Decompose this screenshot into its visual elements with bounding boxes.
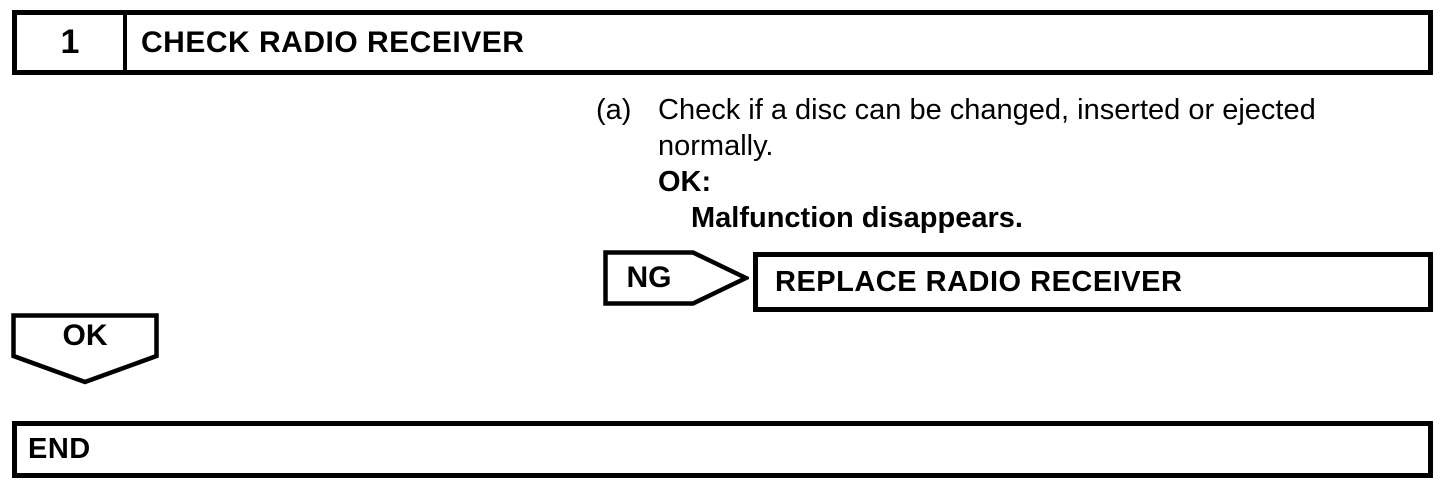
step-title: CHECK RADIO RECEIVER — [141, 25, 525, 59]
end-box: END — [12, 421, 1433, 478]
step-number: 1 — [17, 15, 127, 70]
ok-arrow-icon — [11, 313, 159, 385]
ng-branch-label: NG — [626, 261, 672, 294]
instruction-line-2: normally. — [658, 130, 774, 162]
instruction-text: Check if a disc can be changed, inserted… — [658, 92, 1316, 236]
instruction-block: (a) Check if a disc can be changed, inse… — [596, 92, 1316, 236]
ok-branch-label: OK — [62, 319, 108, 352]
ng-action-box: REPLACE RADIO RECEIVER — [753, 252, 1433, 312]
ng-arrow-icon — [603, 250, 749, 306]
instruction-line-1: Check if a disc can be changed, inserted… — [658, 94, 1316, 126]
step-box: 1 CHECK RADIO RECEIVER — [12, 10, 1433, 75]
instruction-marker: (a) — [596, 94, 632, 126]
ok-condition: Malfunction disappears. — [691, 202, 1023, 234]
ok-heading: OK: — [658, 166, 712, 198]
